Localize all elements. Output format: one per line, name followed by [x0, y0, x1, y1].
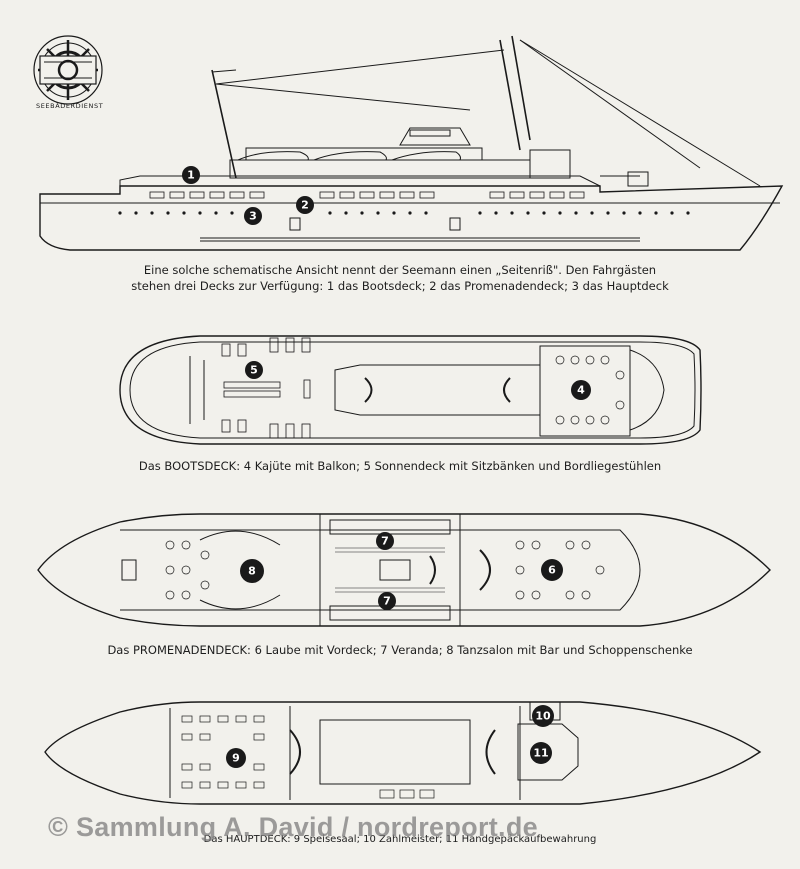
svg-text:4: 4: [577, 384, 585, 397]
svg-text:1: 1: [187, 169, 195, 182]
promenade-deck-caption: Das PROMENADENDECK: 6 Laube mit Vordeck;…: [107, 643, 693, 657]
main-deck-caption: Das HAUPTDECK: 9 Speisesaal; 10 Zahlmeis…: [203, 834, 597, 845]
marker-11: 11: [530, 742, 552, 764]
marker-4: 4: [571, 380, 591, 400]
svg-text:5: 5: [250, 364, 258, 377]
svg-text:9: 9: [232, 752, 240, 765]
marker-6: 6: [541, 559, 563, 581]
marker-10: 10: [532, 705, 554, 727]
marker-8: 8: [240, 559, 264, 583]
marker-3: 3: [244, 207, 262, 225]
side-view-caption: Eine solche schematische Ansicht nennt d…: [0, 262, 800, 294]
marker-7b: 7: [378, 592, 396, 610]
svg-text:10: 10: [535, 710, 551, 723]
svg-text:7: 7: [381, 535, 389, 548]
side-view-caption-line-1: Eine solche schematische Ansicht nennt d…: [143, 263, 657, 277]
marker-9: 9: [226, 748, 246, 768]
boat-deck-caption: Das BOOTSDECK: 4 Kajüte mit Balkon; 5 So…: [138, 459, 662, 473]
svg-text:3: 3: [249, 210, 257, 223]
side-profile-drawing: [39, 35, 784, 251]
copyright-watermark: © Sammlung A. David / nordreport.de: [48, 812, 538, 842]
side-view-caption-line-2: stehen drei Decks zur Verfügung: 1 das B…: [131, 279, 669, 293]
svg-text:11: 11: [533, 747, 548, 760]
boat-deck-plan: [119, 335, 702, 445]
marker-5: 5: [245, 361, 263, 379]
svg-text:7: 7: [383, 595, 391, 608]
seebaederdienst-logo: [33, 35, 103, 105]
svg-text:2: 2: [301, 199, 309, 212]
svg-text:6: 6: [548, 564, 556, 577]
marker-2: 2: [296, 196, 314, 214]
marker-7a: 7: [376, 532, 394, 550]
promenade-deck-plan: [37, 513, 771, 627]
main-deck-plan: [44, 701, 762, 805]
logo-ring-text: SEEBÄDERDIENST: [36, 101, 103, 110]
svg-text:8: 8: [248, 565, 256, 578]
marker-1: 1: [182, 166, 200, 184]
